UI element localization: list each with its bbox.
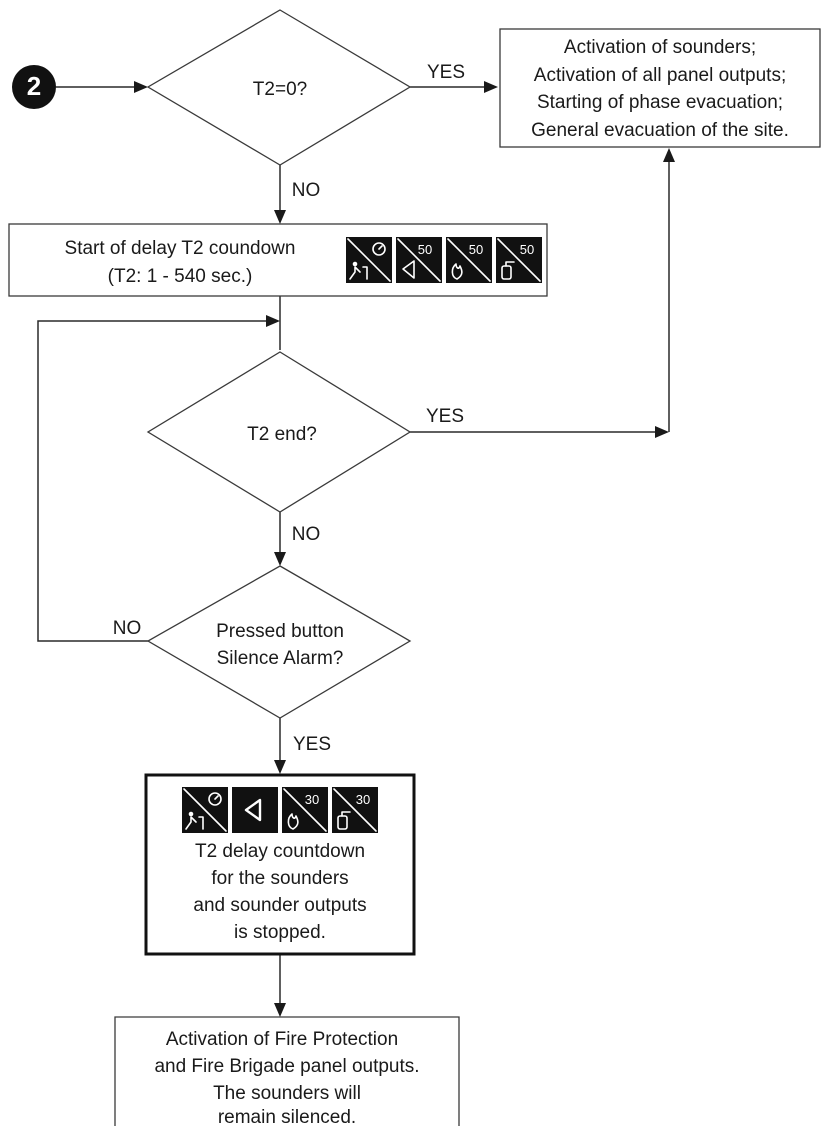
icon-value: 30	[356, 792, 370, 807]
arrowhead	[274, 1003, 286, 1017]
box-line: for the sounders	[211, 868, 348, 889]
decision-text: Silence Alarm?	[217, 648, 344, 669]
arrowhead	[266, 315, 280, 327]
arrowhead	[655, 426, 669, 438]
decision-silence-alarm: Pressed button Silence Alarm? NO YES	[113, 565, 412, 755]
yes-label: YES	[426, 406, 464, 427]
arrowhead	[274, 552, 286, 566]
fire-extinguisher-disabled-icon: 50	[496, 237, 542, 283]
box-line: Activation of all panel outputs;	[534, 65, 786, 86]
yes-label: YES	[293, 734, 331, 755]
no-label: NO	[292, 180, 321, 201]
decision-text: Pressed button	[216, 621, 344, 642]
box-line: (T2: 1 - 540 sec.)	[108, 266, 253, 287]
arrowhead	[274, 760, 286, 774]
box-line: T2 delay countdown	[195, 841, 365, 862]
decision-diamond	[146, 9, 412, 166]
no-label: NO	[292, 524, 321, 545]
arrowhead	[274, 210, 286, 224]
icon-value: 50	[520, 242, 534, 257]
fire-protection-disabled-icon: 30	[282, 787, 328, 833]
final-box: Activation of Fire Protection and Fire B…	[114, 1016, 460, 1126]
decision-diamond	[146, 565, 412, 719]
box-line: remain silenced.	[218, 1107, 356, 1126]
start-marker: 2	[12, 65, 56, 109]
box-line: The sounders will	[213, 1083, 361, 1104]
fire-protection-disabled-icon: 50	[446, 237, 492, 283]
evacuation-box: Activation of sounders; Activation of al…	[499, 28, 821, 148]
evacuation-timer-disabled-icon	[346, 237, 392, 283]
connectors	[37, 81, 675, 1017]
process-box	[499, 28, 821, 148]
box-line: is stopped.	[234, 922, 326, 943]
arrowhead	[663, 148, 675, 162]
box-line: Start of delay T2 coundown	[65, 238, 296, 259]
sounder-disabled-icon: 50	[396, 237, 442, 283]
box-line: Starting of phase evacuation;	[537, 92, 783, 113]
box-line: and sounder outputs	[193, 895, 366, 916]
box-line: Activation of sounders;	[564, 37, 756, 58]
sounder-active-icon	[232, 787, 278, 833]
yes-label: YES	[427, 62, 465, 83]
decision-t2-end: T2 end? YES NO	[146, 351, 464, 545]
no-label: NO	[113, 618, 142, 639]
evacuation-timer-disabled-icon	[182, 787, 228, 833]
box-line: General evacuation of the site.	[531, 120, 789, 141]
stopped-box: 30 30 T2 delay countdown for the sounder…	[144, 773, 416, 956]
decision-t2-zero: T2=0? YES NO	[146, 9, 465, 201]
arrowhead	[134, 81, 148, 93]
process-box	[114, 1016, 460, 1126]
countdown-box: Start of delay T2 coundown (T2: 1 - 540 …	[8, 223, 548, 297]
fire-extinguisher-disabled-icon: 30	[332, 787, 378, 833]
decision-text: T2 end?	[247, 424, 317, 445]
decision-diamond	[146, 351, 412, 513]
arrowhead	[484, 81, 498, 93]
icon-value: 50	[418, 242, 432, 257]
connector-loop-back	[37, 320, 266, 642]
box-line: Activation of Fire Protection	[166, 1029, 398, 1050]
box-line: and Fire Brigade panel outputs.	[154, 1056, 419, 1077]
icon-value: 30	[305, 792, 319, 807]
decision-text: T2=0?	[253, 79, 307, 100]
icon-value: 50	[469, 242, 483, 257]
start-marker-label: 2	[27, 71, 41, 101]
